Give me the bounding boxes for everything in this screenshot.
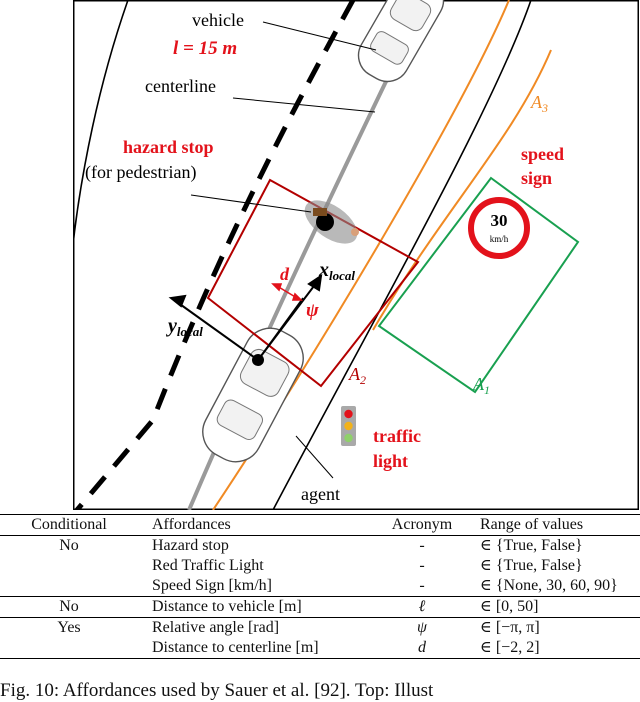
speed-limit-sign — [468, 197, 530, 259]
vehicle-label: vehicle — [192, 10, 244, 30]
header-range: Range of values — [474, 514, 640, 536]
road-left-edge — [73, 0, 129, 254]
d-arrow — [271, 283, 303, 301]
traffic-light-label-1: traffic — [373, 426, 421, 446]
for-pedestrian-label: (for pedestrian) — [85, 162, 196, 183]
y-local-label: ylocal — [166, 315, 203, 339]
header-affordances: Affordances — [138, 514, 370, 536]
table-row: No Hazard stop - ∈ {True, False} — [0, 536, 640, 557]
cell-conditional — [0, 638, 138, 659]
table-row: Yes Relative angle [rad] ψ ∈ [−π, π] — [0, 617, 640, 638]
d-label: d — [280, 264, 290, 284]
speed-sign-label-1: speed — [521, 144, 564, 164]
hazard-stop-box — [206, 178, 420, 388]
road-right-edge — [272, 0, 532, 510]
cell-conditional: No — [59, 537, 79, 554]
lane-dashed-line — [75, 0, 356, 510]
table-row: Distance to centerline [m] d ∈ [−2, 2] — [0, 638, 640, 659]
leader-agent — [295, 435, 334, 479]
affordance-table: Conditional Affordances Acronym Range of… — [0, 514, 640, 659]
agent-origin — [252, 354, 264, 366]
local-axes — [168, 273, 323, 361]
agent-car — [202, 327, 304, 463]
psi-label: ψ — [306, 300, 319, 321]
cell-conditional: Yes — [0, 617, 138, 638]
table-row: No Distance to vehicle [m] ℓ ∈ [0, 50] — [0, 596, 640, 618]
cell-affordance: Hazard stop — [152, 537, 229, 554]
table-row: Speed Sign [km/h] - ∈ {None, 30, 60, 90} — [0, 576, 640, 597]
leader-vehicle — [262, 21, 377, 51]
cell-range: ∈ {True, False} — [480, 557, 583, 574]
centerline-label: centerline — [145, 76, 216, 96]
traffic-light-label-2: light — [373, 451, 408, 471]
agent-label: agent — [301, 484, 340, 504]
header-conditional: Conditional — [0, 514, 138, 536]
cell-conditional: No — [0, 596, 138, 618]
header-acronym: Acronym — [370, 514, 474, 536]
pedestrian — [304, 200, 359, 244]
cell-affordance: Speed Sign [km/h] — [152, 577, 272, 594]
cell-affordance: Distance to vehicle [m] — [138, 596, 370, 618]
leader-centerline — [232, 97, 376, 113]
speed-limit-unit: km/h — [490, 234, 509, 244]
cell-range: ∈ [0, 50] — [474, 596, 640, 618]
a2-label: A2 — [348, 364, 366, 387]
cell-range: ∈ {None, 30, 60, 90} — [480, 577, 618, 594]
speed-limit-value: 30 — [491, 211, 508, 230]
x-local-label: xlocal — [318, 259, 355, 283]
cell-acronym: - — [419, 577, 425, 594]
cell-affordance: Relative angle [rad] — [138, 617, 370, 638]
affordance-diagram: 30 km/h vehicle l = 15 m centerline A3 s… — [73, 0, 639, 510]
cell-affordance: Red Traffic Light — [152, 557, 264, 574]
cell-conditional — [0, 556, 138, 576]
leader-hazard — [190, 194, 312, 213]
diagram-frame — [73, 0, 639, 510]
distance-label: l = 15 m — [173, 38, 237, 59]
cell-acronym: - — [419, 537, 425, 554]
speed-sign-box — [377, 176, 580, 394]
traffic-light-icon — [341, 406, 356, 446]
table-header-row: Conditional Affordances Acronym Range of… — [0, 514, 640, 536]
table-row: Red Traffic Light - ∈ {True, False} — [0, 556, 640, 576]
cell-acronym: ψ — [370, 617, 474, 638]
cell-range: ∈ [−2, 2] — [474, 638, 640, 659]
cell-conditional — [0, 576, 138, 597]
figure-caption: Fig. 10: Affordances used by Sauer et al… — [0, 680, 434, 701]
hazard-stop-label: hazard stop — [123, 137, 214, 157]
speed-sign-label-2: sign — [521, 168, 552, 188]
cell-affordance: Distance to centerline [m] — [138, 638, 370, 659]
cell-acronym: - — [419, 557, 425, 574]
a1-label: A1 — [472, 374, 490, 397]
cell-range: ∈ {True, False} — [480, 537, 583, 554]
cell-acronym: d — [370, 638, 474, 659]
cell-acronym: ℓ — [370, 596, 474, 618]
cell-range: ∈ [−π, π] — [474, 617, 640, 638]
psi-arrow — [257, 297, 304, 361]
vehicle-car — [357, 0, 445, 83]
a3-boundary-line-2 — [372, 49, 552, 331]
a3-label: A3 — [530, 92, 548, 115]
